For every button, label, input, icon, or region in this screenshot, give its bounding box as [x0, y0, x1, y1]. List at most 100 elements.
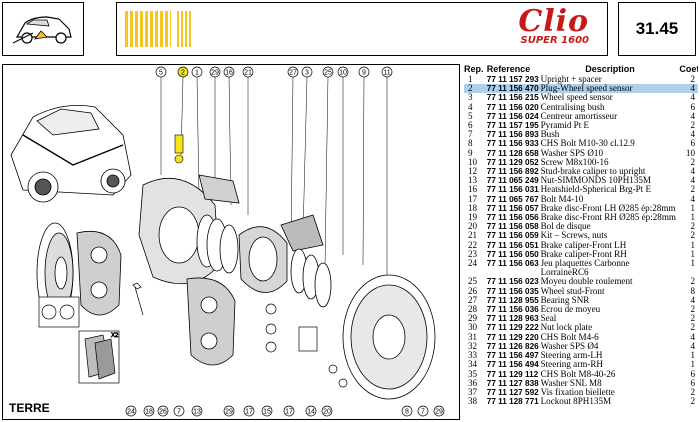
cell-desc: Vis fixation biellette — [540, 387, 615, 397]
logo-main: Clio — [518, 4, 589, 39]
callout[interactable]: 29 — [209, 66, 221, 78]
cell-coef: 1 — [690, 258, 695, 269]
cell-rep: 34 — [468, 359, 478, 370]
cell-coef: 4 — [690, 340, 695, 351]
cell-rep: 10 — [468, 156, 478, 167]
callout-text: 24 — [127, 409, 135, 416]
callout[interactable]: 29 — [433, 405, 445, 417]
callout[interactable]: 16 — [223, 66, 235, 78]
bottom-callouts: 24 18 26 7 13 29 17 15 17 14 20 8 7 29 — [125, 405, 445, 417]
caliper-lh — [76, 230, 122, 316]
cell-desc: Centreur amortisseur — [540, 111, 618, 121]
cell-coef: 6 — [690, 101, 695, 112]
cell-rep: 25 — [468, 276, 478, 287]
bolts — [132, 282, 348, 388]
callout[interactable]: 10 — [337, 66, 349, 78]
callout[interactable]: 26 — [157, 405, 169, 417]
callout[interactable]: 8 — [401, 405, 413, 417]
callout-text: 9 — [362, 70, 366, 77]
cell-desc: Brake disc-Front RH Ø285 ép:28mm — [540, 213, 676, 223]
callout[interactable]: 24 — [125, 405, 137, 417]
cell-ref: 77 11 156 056 — [486, 213, 539, 223]
callout[interactable]: 11 — [381, 66, 393, 78]
cell-coef: 2 — [690, 396, 695, 407]
callout[interactable]: 1 — [191, 66, 203, 78]
callout[interactable]: 25 — [322, 66, 334, 78]
callout[interactable]: 3 — [301, 66, 313, 78]
cell-coef: 4 — [690, 129, 695, 140]
callout[interactable]: 21 — [242, 66, 254, 78]
cell-rep: 35 — [468, 368, 478, 379]
cell-rep: 9 — [468, 147, 473, 158]
callout[interactable]: 15 — [261, 405, 273, 417]
cell-ref: 77 11 156 494 — [486, 360, 539, 370]
cell-desc: Centralising bush — [540, 102, 605, 112]
cell-rep: 36 — [468, 377, 478, 388]
callout-text: 29 — [225, 409, 233, 416]
callout[interactable]: 9 — [358, 66, 370, 78]
cell-ref: 77 11 128 963 — [486, 314, 539, 324]
callout[interactable]: 13 — [191, 405, 203, 417]
callout[interactable]: 14 — [305, 405, 317, 417]
cell-coef: 2 — [690, 386, 695, 397]
cell-desc: CHS Bolt M10-30 cl.12.9 — [540, 139, 635, 149]
callout-text: 17 — [245, 409, 253, 416]
yellow-stripes-small — [177, 11, 193, 47]
callout[interactable]: 7 — [417, 405, 429, 417]
callout[interactable]: 18 — [143, 405, 155, 417]
callout-text: 21 — [244, 70, 252, 77]
callout-highlighted[interactable]: 2 — [177, 66, 189, 78]
cell-coef: 1 — [690, 350, 695, 361]
callout[interactable]: 27 — [287, 66, 299, 78]
callout[interactable]: 17 — [283, 405, 295, 417]
callout[interactable]: 20 — [321, 405, 333, 417]
callout[interactable]: 7 — [173, 405, 185, 417]
cell-ref: 77 11 156 057 — [486, 203, 539, 213]
callout[interactable]: 29 — [223, 405, 235, 417]
callout[interactable]: 17 — [243, 405, 255, 417]
cell-coef: 2 — [690, 120, 695, 131]
callout[interactable]: 5 — [155, 66, 167, 78]
callout-text: 7 — [421, 409, 425, 416]
cell-coef: 6 — [690, 368, 695, 379]
cell-rep: 7 — [468, 129, 473, 140]
cell-desc: Washer SNL M8 — [540, 378, 602, 388]
callout-text: 1 — [195, 70, 199, 77]
cell-coef: 2 — [690, 313, 695, 324]
